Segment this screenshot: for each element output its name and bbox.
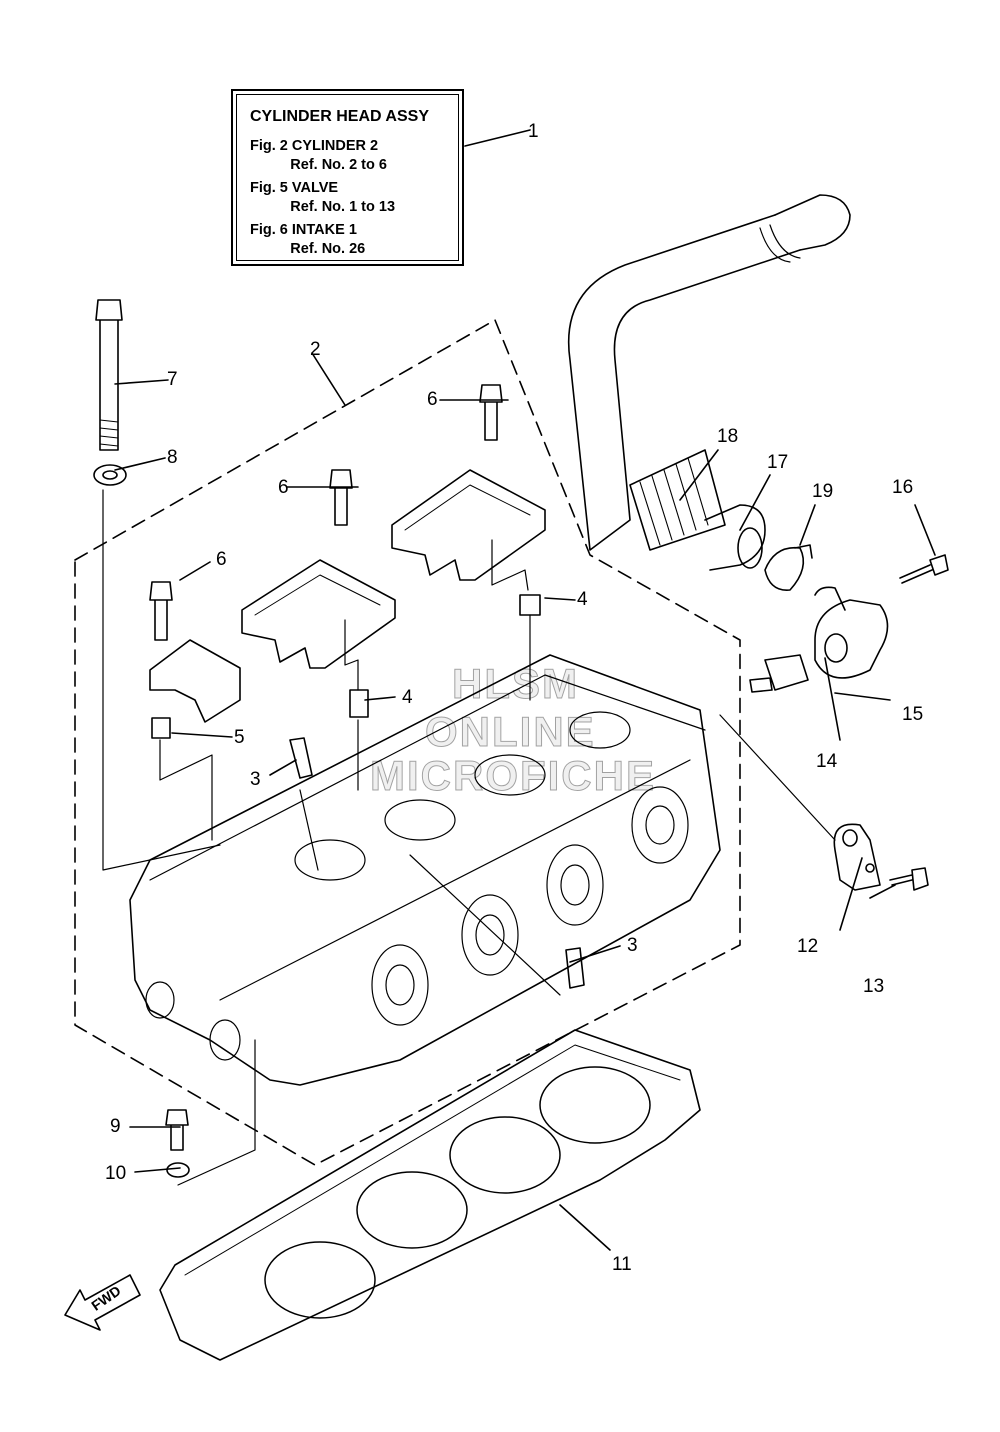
legend-line: Ref. No. 2 to 6	[250, 157, 387, 173]
callout-4: 4	[402, 687, 413, 708]
camshaft-cap-left	[241, 559, 396, 669]
callout-16: 16	[892, 477, 914, 498]
valve-guide-upper	[289, 737, 313, 779]
valve-guide-lower	[565, 947, 585, 989]
bolt-9	[165, 1109, 189, 1151]
thermostat-14	[749, 654, 809, 693]
legend-box: CYLINDER HEAD ASSY Fig. 2 CYLINDER 2 Ref…	[231, 89, 464, 266]
callout-19: 19	[812, 481, 834, 502]
watermark-line: MICROFICHE	[370, 752, 656, 800]
legend-line: Ref. No. 26	[250, 241, 366, 257]
legend-line: Ref. No. 1 to 13	[250, 199, 396, 215]
callout-8: 8	[167, 447, 178, 468]
callout-1: 1	[528, 121, 539, 142]
legend-title: CYLINDER HEAD ASSY	[250, 108, 429, 125]
callout-4: 4	[577, 589, 588, 610]
callout-6: 6	[278, 477, 289, 498]
callout-18: 18	[717, 426, 739, 447]
callout-11: 11	[612, 1254, 632, 1275]
water-hose	[567, 214, 801, 551]
watermark-line: ONLINE	[425, 708, 596, 756]
alignment-lines	[102, 489, 836, 1186]
hose-clamp-19	[764, 544, 813, 591]
leader-lines	[114, 129, 936, 1251]
callout-3: 3	[627, 935, 638, 956]
assembly-boundary	[74, 319, 741, 1166]
callout-17: 17	[767, 452, 789, 473]
legend-line: Fig. 6 INTAKE 1	[250, 222, 357, 238]
hose-bellows	[629, 449, 726, 551]
callout-10: 10	[105, 1163, 127, 1184]
callout-3: 3	[250, 769, 261, 790]
fwd-arrow	[64, 1274, 141, 1331]
callout-5: 5	[234, 727, 245, 748]
callout-15: 15	[902, 704, 924, 725]
callout-13: 13	[863, 976, 885, 997]
camshaft-cap-front	[149, 639, 241, 723]
dowel-pins	[151, 594, 541, 739]
legend-line: Fig. 2 CYLINDER 2	[250, 138, 379, 154]
cover-plate-12	[833, 823, 881, 891]
callout-14: 14	[816, 751, 838, 772]
callout-6: 6	[216, 549, 227, 570]
callout-6: 6	[427, 389, 438, 410]
callout-9: 9	[110, 1116, 121, 1137]
head-gasket	[159, 1029, 701, 1361]
washer-8	[93, 464, 127, 486]
callout-12: 12	[797, 936, 819, 957]
cylinder-head	[129, 654, 721, 1086]
callout-7: 7	[167, 369, 178, 390]
hose-pipe-17	[704, 504, 766, 571]
camshaft-cap-right	[391, 469, 546, 581]
callout-2: 2	[310, 339, 321, 360]
watermark-line: HLSM	[452, 660, 579, 708]
thermostat-cover-15	[814, 599, 889, 679]
washer-10	[166, 1162, 190, 1178]
bolts-6	[149, 384, 503, 641]
bolt-16	[899, 554, 949, 584]
legend-line: Fig. 5 VALVE	[250, 180, 339, 196]
long-bolt-7	[95, 299, 123, 451]
bolt-13	[889, 867, 929, 891]
